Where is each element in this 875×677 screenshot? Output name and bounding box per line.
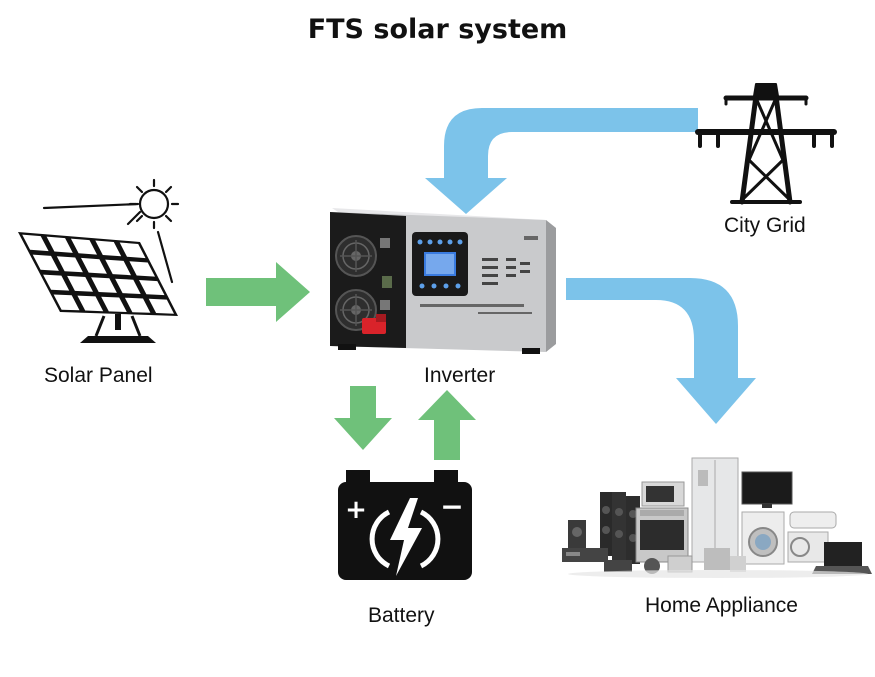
solar-cell <box>22 234 49 252</box>
solar-cell <box>101 296 127 312</box>
lightning-icon <box>369 498 441 576</box>
home-appliance-label: Home Appliance <box>645 594 798 617</box>
inverter-device <box>330 208 556 354</box>
solar-cell <box>77 295 104 312</box>
solar-panel-icon <box>18 232 178 343</box>
solar-panel-label: Solar Panel <box>44 364 153 387</box>
flow-arrow-inverter-to-battery <box>334 386 392 450</box>
solar-cell <box>32 254 59 271</box>
flow-arrow-battery-to-inverter <box>418 390 476 460</box>
solar-cell <box>139 280 165 296</box>
solar-cell <box>119 242 146 259</box>
city-grid-label: City Grid <box>724 214 806 237</box>
solar-cell <box>67 275 93 292</box>
flow-arrow-solar-to-inverter <box>206 262 310 322</box>
solar-cell <box>91 277 117 293</box>
solar-cell <box>105 259 131 276</box>
solar-cell <box>43 274 70 291</box>
home-appliance-image <box>562 457 872 578</box>
solar-cell <box>148 298 174 314</box>
solar-cell <box>124 297 151 313</box>
fan-icon <box>335 235 377 277</box>
solar-cell <box>129 261 155 277</box>
solar-cell <box>46 236 73 253</box>
svg-text:−: − <box>440 490 463 523</box>
solar-cell <box>53 294 80 311</box>
solar-cell <box>95 240 122 257</box>
svg-text:+: + <box>345 495 367 525</box>
page-title: FTS solar system <box>307 14 568 45</box>
solar-cell <box>56 256 83 273</box>
solar-cell <box>70 238 97 255</box>
flow-arrow-inverter-to-home <box>566 278 756 424</box>
battery-icon: + − <box>338 470 472 580</box>
sun-icon <box>42 178 180 284</box>
battery-terminal-red <box>362 314 386 334</box>
battery-label: Battery <box>368 604 435 627</box>
power-tower-icon <box>695 83 837 205</box>
inverter-label: Inverter <box>424 364 496 387</box>
flow-arrow-grid-to-inverter <box>425 108 698 214</box>
solar-cell <box>81 257 107 274</box>
solar-cell <box>115 278 141 294</box>
